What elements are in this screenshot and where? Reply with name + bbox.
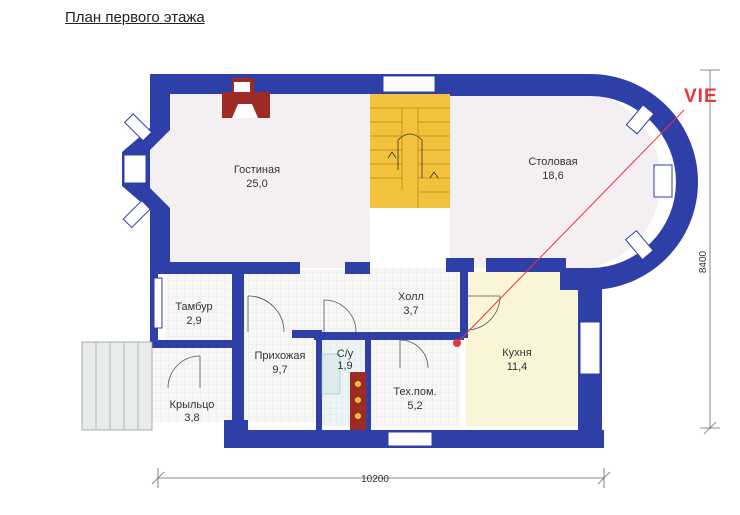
depth-label: 8400 bbox=[698, 250, 709, 273]
room-area-dining: 18,6 bbox=[542, 170, 563, 182]
porch-steps bbox=[81, 341, 153, 431]
room-name-kitchen: Кухня bbox=[502, 347, 531, 359]
dimension-depth bbox=[700, 69, 720, 435]
window-top bbox=[382, 75, 436, 93]
room-area-tech: 5,2 bbox=[407, 400, 422, 412]
tech-floor bbox=[368, 336, 460, 426]
room-name-porch: Крыльцо bbox=[170, 399, 215, 411]
room-name-hallway: Прихожая bbox=[255, 350, 306, 362]
windows bbox=[122, 75, 673, 447]
room-area-hall: 3,7 bbox=[403, 305, 418, 317]
porch-floor bbox=[152, 346, 232, 422]
dimension-width bbox=[151, 468, 611, 488]
doors bbox=[167, 295, 501, 389]
room-area-kitchen: 11,4 bbox=[507, 361, 528, 373]
fireplace bbox=[222, 78, 270, 118]
kitchen-floor bbox=[466, 272, 580, 426]
room-name-living: Гостиная bbox=[234, 164, 280, 176]
room-name-dining: Столовая bbox=[528, 156, 577, 168]
dining-floor bbox=[450, 92, 662, 268]
window-left-2 bbox=[123, 113, 153, 142]
brand-pointer bbox=[453, 109, 685, 347]
room-area-hallway: 9,7 bbox=[272, 364, 287, 376]
living-floor bbox=[140, 92, 370, 268]
tech-equipment bbox=[350, 372, 366, 430]
room-area-wc: 1,9 bbox=[337, 360, 352, 372]
room-name-tech: Тех.пом. bbox=[393, 386, 436, 398]
room-name-vestibule: Тамбур bbox=[175, 301, 212, 313]
window-kitchen bbox=[579, 321, 601, 375]
brand-logo-text: VIE bbox=[684, 86, 718, 107]
window-tech bbox=[387, 431, 433, 447]
floors bbox=[140, 92, 662, 426]
vestibule-floor bbox=[165, 272, 230, 342]
window-right-3 bbox=[624, 229, 654, 261]
room-name-hall: Холл bbox=[398, 291, 424, 303]
room-area-porch: 3,8 bbox=[184, 412, 199, 424]
window-porch bbox=[153, 277, 163, 329]
window-right-2 bbox=[653, 164, 673, 198]
plan-title: План первого этажа bbox=[65, 9, 205, 26]
staircase bbox=[370, 92, 450, 208]
width-label: 10200 bbox=[361, 474, 389, 485]
window-left-3 bbox=[122, 199, 151, 229]
room-labels: Гостиная 25,0 Столовая 18,6 Тамбур 2,9 Х… bbox=[170, 156, 578, 424]
window-left-1 bbox=[123, 154, 147, 184]
window-right-1 bbox=[625, 104, 655, 135]
room-area-living: 25,0 bbox=[246, 178, 267, 190]
room-area-vestibule: 2,9 bbox=[186, 315, 201, 327]
wc-fixture bbox=[321, 353, 341, 395]
room-name-wc: С/у bbox=[337, 348, 354, 360]
hall-floor bbox=[368, 268, 460, 330]
